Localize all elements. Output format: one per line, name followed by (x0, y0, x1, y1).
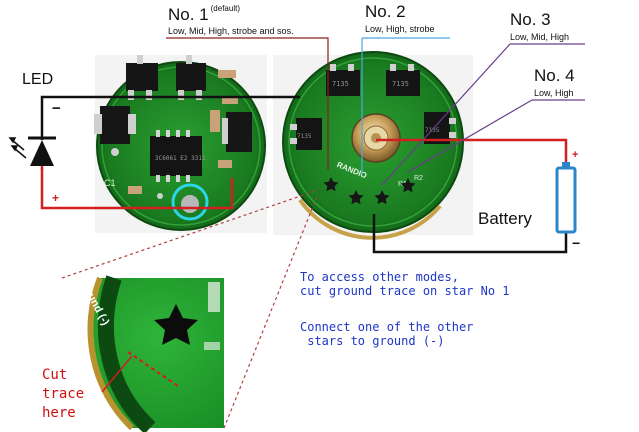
main-ic-marking: 3C6061 E2 3311 (155, 155, 206, 162)
silk-c1: C1 (104, 178, 116, 188)
led-label: LED (22, 71, 54, 88)
led-positive-wire (40, 168, 234, 210)
pointer-no2 (361, 37, 450, 175)
zoom-connector-bottom (223, 193, 319, 429)
star-pad-3 (374, 190, 390, 205)
silk-r2: R2 (414, 175, 423, 182)
diode-left (100, 106, 130, 144)
mode-no3-title: No. 3 (510, 10, 551, 29)
battery-wiring (372, 138, 568, 254)
led-symbol (8, 135, 56, 170)
svg-text:7135: 7135 (297, 133, 312, 140)
star-pad-2 (348, 190, 364, 205)
pointer-no4 (407, 99, 585, 173)
mode-no1-title: No. 1(default) (168, 4, 240, 24)
battery-minus-sign: − (572, 235, 580, 251)
cut-mark (127, 351, 179, 387)
led-triangle (30, 140, 54, 166)
mode-pointers (166, 37, 585, 186)
cyan-highlight-circle (171, 183, 209, 221)
battery-negative-wire (372, 214, 568, 254)
led-minus-sign: − (52, 100, 61, 117)
transistor-left-a (126, 63, 158, 91)
battery-cap (562, 162, 570, 168)
led-negative-wire (40, 95, 300, 135)
star-pad-4 (400, 178, 416, 193)
pointer-no1 (166, 37, 329, 170)
mode-no2-title: No. 2 (365, 2, 406, 21)
cut-trace-note: Cut trace here (42, 367, 85, 421)
chip-7135-c (296, 118, 322, 150)
mode-no4-title: No. 4 (534, 66, 575, 85)
zoom-inset: Ground (-) (62, 274, 224, 432)
chip-7135-d (424, 112, 450, 144)
instruction-access-modes: To access other modes, cut ground trace … (300, 270, 510, 298)
regulator-right (226, 112, 252, 152)
main-ic (150, 136, 202, 176)
cut-pointer (101, 355, 133, 393)
star-pad-1 (323, 177, 339, 192)
svg-text:7135: 7135 (425, 127, 440, 134)
chip-7135-b (386, 70, 420, 96)
zoom-star-icon (154, 304, 198, 345)
right-driver-board: 7135 7135 7135 7135 RANDIO R1 R2 (273, 51, 473, 240)
svg-text:7135: 7135 (392, 80, 409, 88)
modified-pad (181, 195, 199, 213)
transistor-left-b (176, 63, 206, 91)
led-wiring (40, 95, 300, 210)
mode-no1-desc: Low, Mid, High, strobe and sos. (168, 26, 294, 36)
pointer-no3 (381, 43, 585, 186)
mode-no2-desc: Low, High, strobe (365, 24, 435, 34)
battery-plus-sign: + (572, 149, 578, 161)
battery-body (555, 166, 577, 234)
led-plus-sign: + (52, 191, 59, 205)
battery-positive-wire (376, 138, 568, 168)
zoom-outside-area (62, 278, 132, 428)
mode-no4-desc: Low, High (534, 88, 574, 98)
battery-label: Battery (478, 209, 532, 228)
mode-no3-desc: Low, Mid, High (510, 32, 570, 42)
svg-text:7135: 7135 (332, 80, 349, 88)
instruction-connect-star: Connect one of the other stars to ground… (300, 320, 474, 348)
zoom-ground-trace (97, 275, 156, 432)
left-driver-board: 3C6061 E2 3311 C1 (94, 55, 267, 233)
mode-no1-default-note: (default) (210, 4, 240, 13)
battery-symbol (555, 162, 577, 234)
zoom-gold-edge (87, 276, 135, 431)
light-rays-icon (8, 137, 27, 159)
chip-7135-a (326, 70, 360, 96)
